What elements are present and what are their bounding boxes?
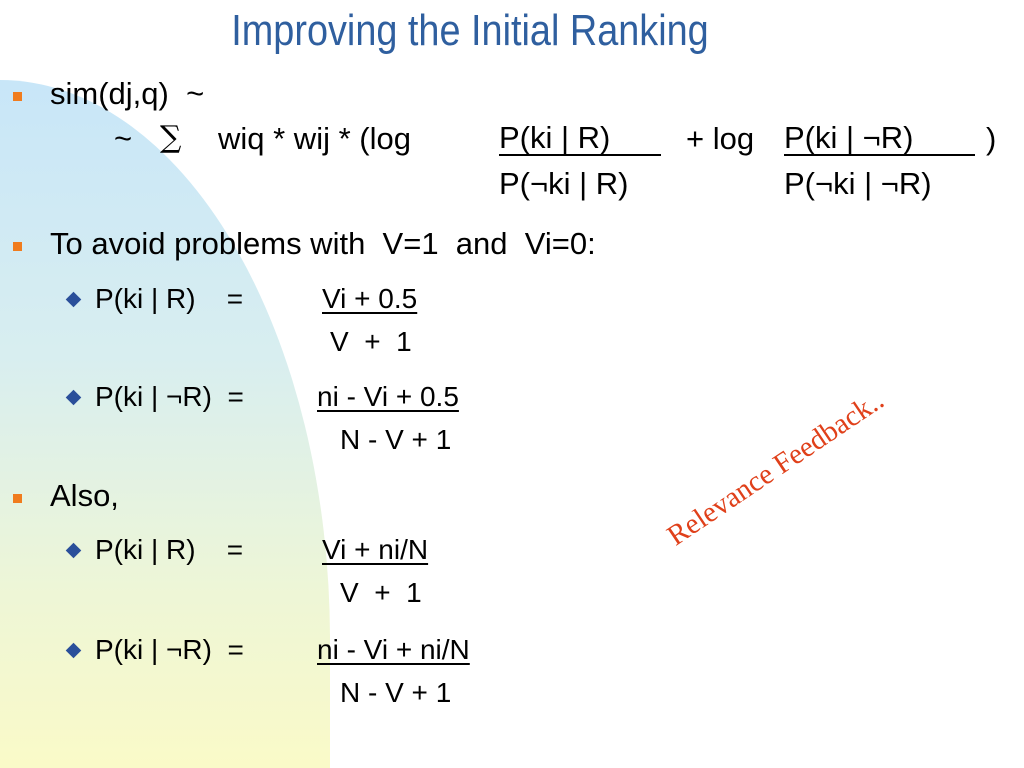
sub-2-1-lhs: P(ki | R) =: [95, 283, 244, 314]
formula-close-paren: ): [986, 121, 997, 156]
sub-2-2-numerator: ni - Vi + 0.5: [317, 381, 459, 412]
sub-3-2-lhs: P(ki | ¬R) =: [95, 634, 244, 665]
sub-3-2-numerator: ni - Vi + ni/N: [317, 634, 470, 665]
bullet-3-lead: Also,: [50, 478, 119, 513]
sub-3-1-denominator: V + 1: [340, 577, 422, 608]
formula-term: wiq * wij * (log: [218, 121, 411, 156]
formula-numerator-1: P(ki | R): [499, 121, 661, 156]
sigma-symbol: ∑: [160, 120, 182, 155]
sub-2-2-lhs: P(ki | ¬R) =: [95, 381, 244, 412]
bullet-2-lead: To avoid problems with V=1 and Vi=0:: [50, 226, 596, 261]
sub-2-1-numerator: Vi + 0.5: [322, 283, 418, 314]
formula-tilde: ~: [114, 121, 133, 156]
formula-denominator-1: P(¬ki | R): [499, 166, 629, 201]
formula-plus-log: + log: [686, 121, 755, 156]
sub-2-1-denominator: V + 1: [330, 326, 412, 357]
bullet-1-lead: sim(dj,q) ~: [50, 76, 205, 111]
relevance-feedback-annotation: Relevance Feedback..: [661, 383, 890, 553]
bullet-3-marker: [13, 494, 22, 503]
sub-3-2-denominator: N - V + 1: [340, 677, 452, 708]
formula-numerator-2: P(ki | ¬R): [784, 121, 975, 156]
bullet-1-marker: [13, 92, 22, 101]
slide-title: Improving the Initial Ranking: [231, 6, 709, 55]
sub-3-1-lhs: P(ki | R) =: [95, 534, 244, 565]
bullet-2-marker: [13, 242, 22, 251]
formula-denominator-2: P(¬ki | ¬R): [784, 166, 932, 201]
sub-3-1-numerator: Vi + ni/N: [322, 534, 429, 565]
sub-2-2-denominator: N - V + 1: [340, 424, 452, 455]
